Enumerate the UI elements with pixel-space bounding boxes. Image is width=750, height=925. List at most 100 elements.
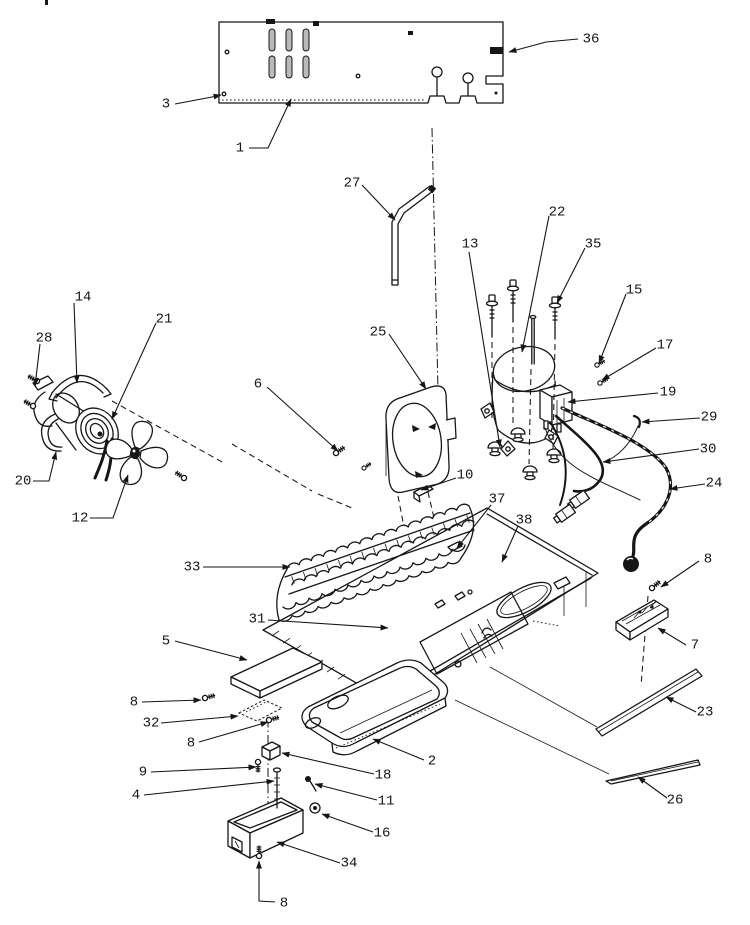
part-fan-blade [105,420,169,486]
part-condenser-coil [276,503,475,622]
callout-leader [174,93,222,105]
keyhole-pins [431,66,474,97]
callout-19: 19 [567,385,677,405]
part-fan-shroud [385,385,457,494]
callout-number: 19 [660,385,677,401]
callout-number: 10 [457,468,474,484]
coil-row [278,557,462,622]
callout-leader [657,627,687,646]
callout-11: 11 [314,782,394,810]
harness-round-connector [623,556,639,572]
callout-25: 25 [370,325,427,390]
callout-number: 13 [462,237,479,253]
callout-leader [361,184,396,221]
part-channel-bracket-7 [615,599,669,641]
part-insulator-5 [230,647,323,699]
callout-leader [665,696,697,713]
mounting-bolts [485,279,562,465]
callout-leader [501,525,519,563]
crop-tick [45,0,48,5]
small-fasteners [201,444,373,860]
callout-leader [32,343,41,387]
callout-number: 16 [374,826,391,842]
callout-13: 13 [462,237,502,448]
callout-24: 24 [669,476,723,492]
callout-4: 4 [132,778,275,804]
callout-5: 5 [162,634,248,661]
callout-31: 31 [249,612,389,631]
callout-26: 26 [637,776,684,809]
callout-number: 18 [375,768,392,784]
screw-11 [305,776,317,792]
callout-32: 32 [143,713,239,732]
callout-leader [281,751,375,775]
callout-number: 23 [697,705,714,721]
callout-14: 14 [73,290,91,384]
callout-number: 32 [143,716,160,732]
callout-number: 30 [700,442,717,458]
part-gasket-pad-32 [237,699,284,722]
compressor-feet [480,402,559,457]
part-bracket-tray-34 [227,797,304,859]
callout-leader [174,640,248,661]
callout-leader [388,333,427,390]
callout-number: 26 [667,793,684,809]
callout-number: 24 [706,476,723,492]
callout-number: 1 [236,141,244,157]
callout-leader [567,392,659,405]
callout-leader [602,448,700,464]
callout-6: 6 [254,377,339,452]
part-compressor [480,279,610,481]
callout-21: 21 [111,312,173,420]
callout-23: 23 [665,696,714,721]
callout-number: 5 [162,634,170,650]
callout-leader [111,322,157,420]
callout-36: 36 [508,32,600,53]
callout-28: 28 [32,331,53,387]
callout-number: 28 [36,331,53,347]
callout-30: 30 [602,442,717,464]
callout-22: 22 [520,205,565,353]
callout-number: 8 [280,896,288,912]
callout-leader [456,504,492,549]
callout-leader [601,347,657,381]
callout-35: 35 [556,237,602,304]
callout-number: 6 [254,377,262,393]
callout-leader [256,860,276,903]
part-fan-motor-assembly [22,373,189,486]
callout-number: 9 [139,765,147,781]
callout-20: 20 [15,451,58,490]
callout-leader [160,713,239,724]
callout-number: 35 [585,237,602,253]
clamp-20 [40,413,63,452]
callout-number: 34 [341,856,358,872]
callout-number: 37 [489,492,506,508]
callout-leader [141,697,202,704]
grommet-16 [309,802,321,814]
callout-number: 38 [516,513,533,529]
callout-number: 2 [428,754,436,770]
callout-8: 8 [256,860,288,912]
callout-leader [520,215,550,353]
callout-leader [660,560,700,588]
part-wiring-harness [544,406,672,572]
wire-clip-29 [632,414,641,429]
callout-number: 12 [72,511,89,527]
callout-leader [314,782,378,801]
vent-slots [268,28,310,79]
callout-number: 36 [583,32,600,48]
callout-29: 29 [641,410,717,426]
callout-8: 8 [660,552,712,588]
part-mounting-rail-23 [595,668,703,737]
plate-recess [419,591,529,675]
callout-15: 15 [598,283,642,364]
callout-number: 8 [704,552,712,568]
callout-number: 21 [156,312,173,328]
callout-27: 27 [344,176,396,221]
part-top-panel [218,19,504,104]
callout-2: 2 [372,738,436,770]
callout-10: 10 [420,468,474,491]
callout-7: 7 [657,627,699,654]
